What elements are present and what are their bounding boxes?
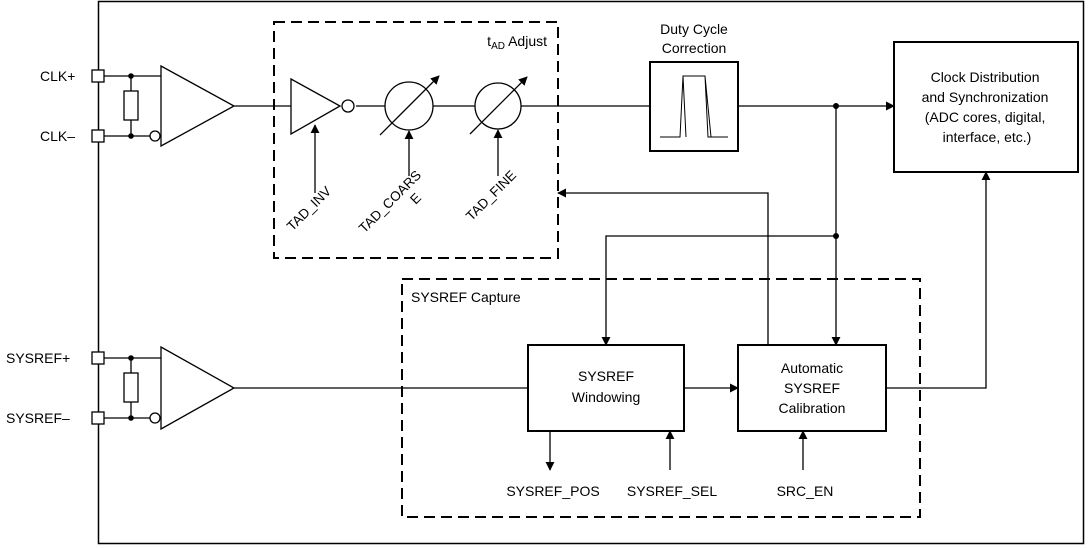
clk-p-pin (91, 69, 105, 83)
clk-termination-resistor (123, 90, 139, 121)
clk-p-label: CLK+ (40, 68, 75, 84)
sysref-windowing-block (527, 344, 685, 432)
sysref-calibration-block (737, 344, 887, 432)
sysref-input-buffer (160, 345, 236, 431)
tad-inverter (290, 77, 342, 136)
sysref-capture-title: SYSREF Capture (411, 289, 521, 305)
clock-distribution-block (893, 41, 1079, 173)
tad-fine-label: TAD_FINE (463, 168, 519, 224)
duty-cycle-block (649, 61, 739, 152)
tad-adjust-title: tAD Adjust (487, 33, 547, 52)
sysref-termination-resistor (123, 372, 139, 403)
tad-coarse-label: TAD_COARSE (356, 168, 436, 248)
clk-n-label: CLK– (40, 128, 75, 144)
clk-input-buffer (160, 64, 236, 148)
clk-n-pin (91, 129, 105, 143)
clock-distribution-label: Clock Distribution and Synchronization (… (922, 69, 1053, 145)
tad-inverter-bubble (341, 99, 355, 113)
chip-border (97, 0, 1085, 545)
tad-adjust-region: tAD Adjust TAD_INV TAD_COARSE TAD_FINE (234, 21, 650, 259)
clock-routing (557, 103, 991, 389)
pulse-waveform-icon (660, 75, 728, 138)
sysref-p-label: SYSREF+ (6, 350, 70, 366)
sysref-n-pin (91, 411, 105, 425)
clock-distribution: Clock Distribution and Synchronization (… (893, 41, 1079, 173)
sysref-p-pin (91, 351, 105, 365)
sysref-n-label: SYSREF– (6, 410, 70, 426)
sysref-input: SYSREF+ SYSREF– (6, 345, 236, 431)
tad-inv-label: TAD_INV (284, 184, 334, 234)
sysref-sel-label: SYSREF_SEL (627, 483, 717, 499)
sysref-pos-label: SYSREF_POS (506, 483, 599, 499)
clk-input: CLK+ CLK– (40, 64, 236, 148)
src-en-label: SRC_EN (777, 483, 834, 499)
